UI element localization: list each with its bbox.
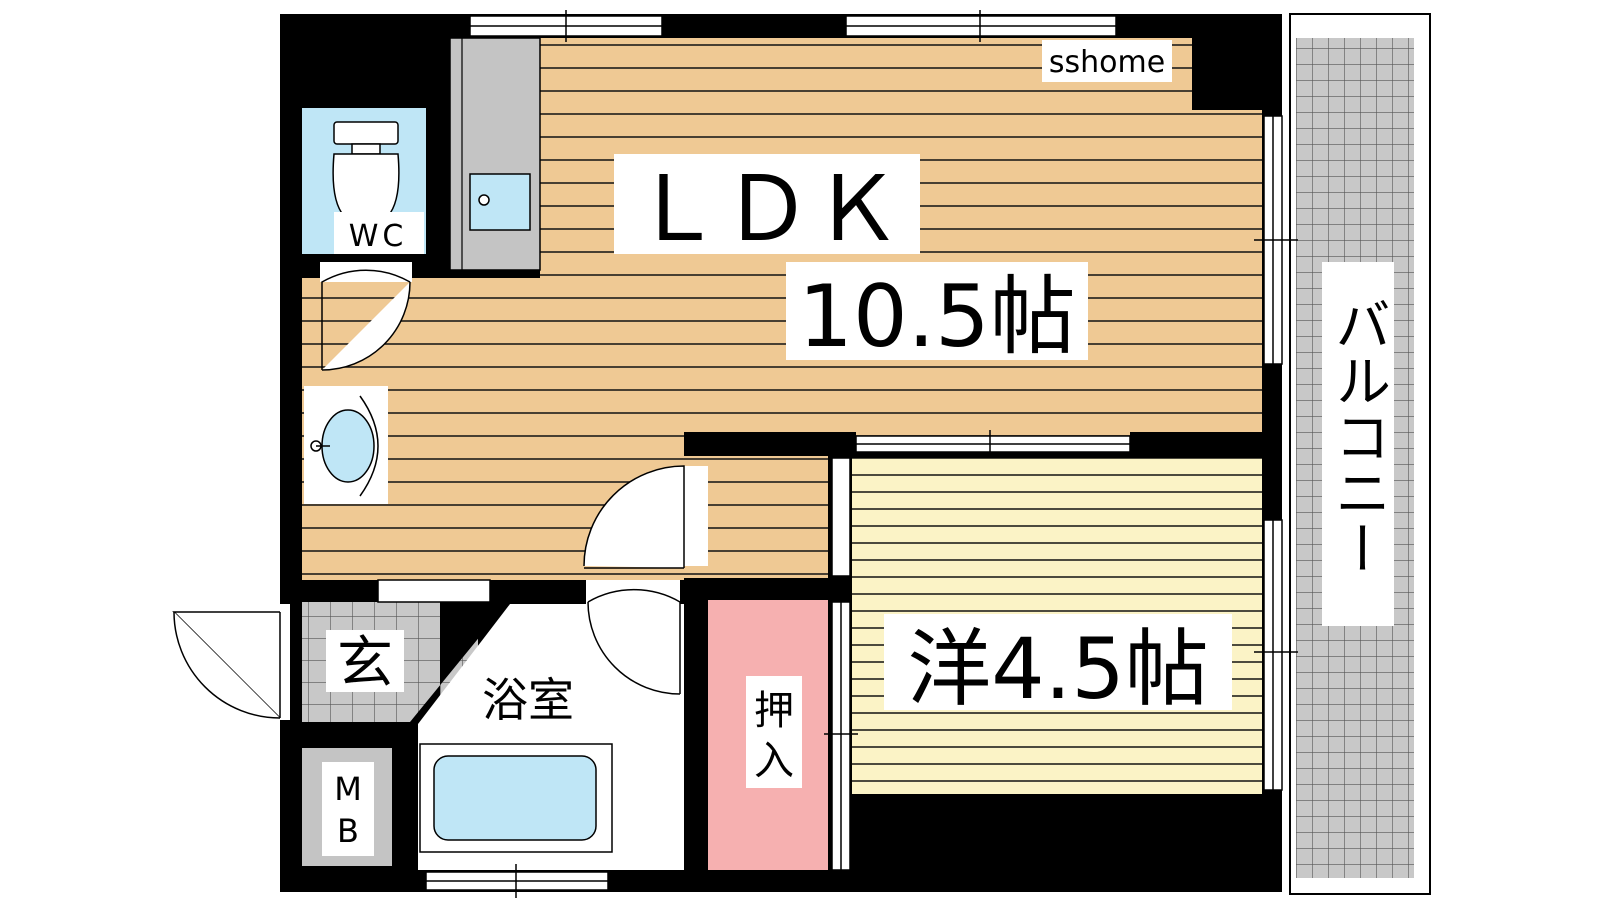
wc-label-bg: [334, 212, 424, 254]
wc-door[interactable]: [320, 262, 412, 371]
meter-box-label-line1: M: [334, 770, 362, 808]
entrance: 玄: [302, 602, 508, 722]
kitchen-sink-icon: [469, 173, 531, 231]
partition-wall-ldk-west-right: [1130, 432, 1262, 456]
watermark: sshome: [1049, 45, 1165, 80]
window-top: [469, 10, 1117, 42]
front-door[interactable]: [172, 604, 290, 720]
closet-label-line2: 入: [754, 738, 794, 784]
closet-label-line1: 押: [754, 688, 794, 734]
entrance-label: 玄: [337, 631, 393, 696]
bathroom: 浴室: [418, 604, 684, 870]
closet: 押 入: [708, 600, 828, 870]
window-balcony-west: [1254, 519, 1298, 791]
entrance-label-bg: [326, 630, 404, 692]
western-door[interactable]: [831, 457, 851, 577]
western-label: 洋4.5帖: [907, 620, 1209, 718]
washbasin: [304, 386, 388, 504]
ldk-door[interactable]: [583, 465, 708, 569]
closet-label-bg: [746, 676, 802, 788]
balcony-label-bg: [1322, 262, 1394, 626]
meter-box: M B: [302, 748, 392, 866]
wc-label: WC: [349, 219, 408, 254]
closet-sliding-door[interactable]: [824, 601, 858, 871]
bathtub-basin-icon: [433, 755, 597, 841]
ldk-size-bg: [786, 262, 1088, 360]
window-balcony-ldk: [1254, 115, 1298, 365]
sliding-door-ldk-west: [855, 430, 1131, 458]
balcony: バルコニー: [1289, 13, 1431, 895]
partition-wall-closet-top: [684, 578, 852, 600]
bath-label: 浴室: [482, 673, 574, 727]
balcony-label: バルコニー: [1326, 296, 1391, 576]
meter-box-label-line2: B: [337, 812, 359, 850]
watermark-bg: [1042, 40, 1172, 82]
bath-window: [425, 864, 609, 898]
kitchen-counter: [449, 37, 541, 271]
column-top-right: [1192, 38, 1262, 110]
entrance-step: [377, 579, 491, 603]
bath-door[interactable]: [586, 580, 681, 695]
western-label-bg: [884, 614, 1232, 710]
toilet-icon: [332, 121, 400, 217]
ldk-name: ＬＤＫ: [632, 157, 902, 262]
partition-wall-ldk-west: [684, 432, 856, 456]
wc-room: WC: [302, 108, 426, 254]
column-bottom-right: [1192, 794, 1262, 874]
ldk-size: 10.5帖: [798, 267, 1075, 367]
ldk-name-bg: [614, 154, 920, 254]
